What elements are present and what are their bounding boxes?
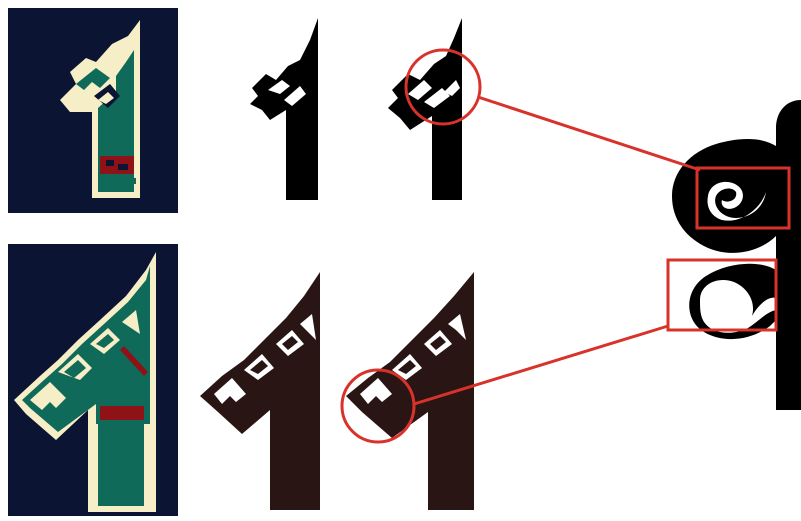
scroll-ornament: [672, 100, 801, 410]
top-silhouette-2: [388, 18, 462, 200]
top-callout-connector: [478, 97, 700, 170]
top-color-panel: [8, 8, 178, 213]
bottom-silhouette-1: [200, 272, 320, 510]
bottom-color-panel: [8, 244, 178, 516]
top-silhouette-1: [250, 18, 318, 200]
